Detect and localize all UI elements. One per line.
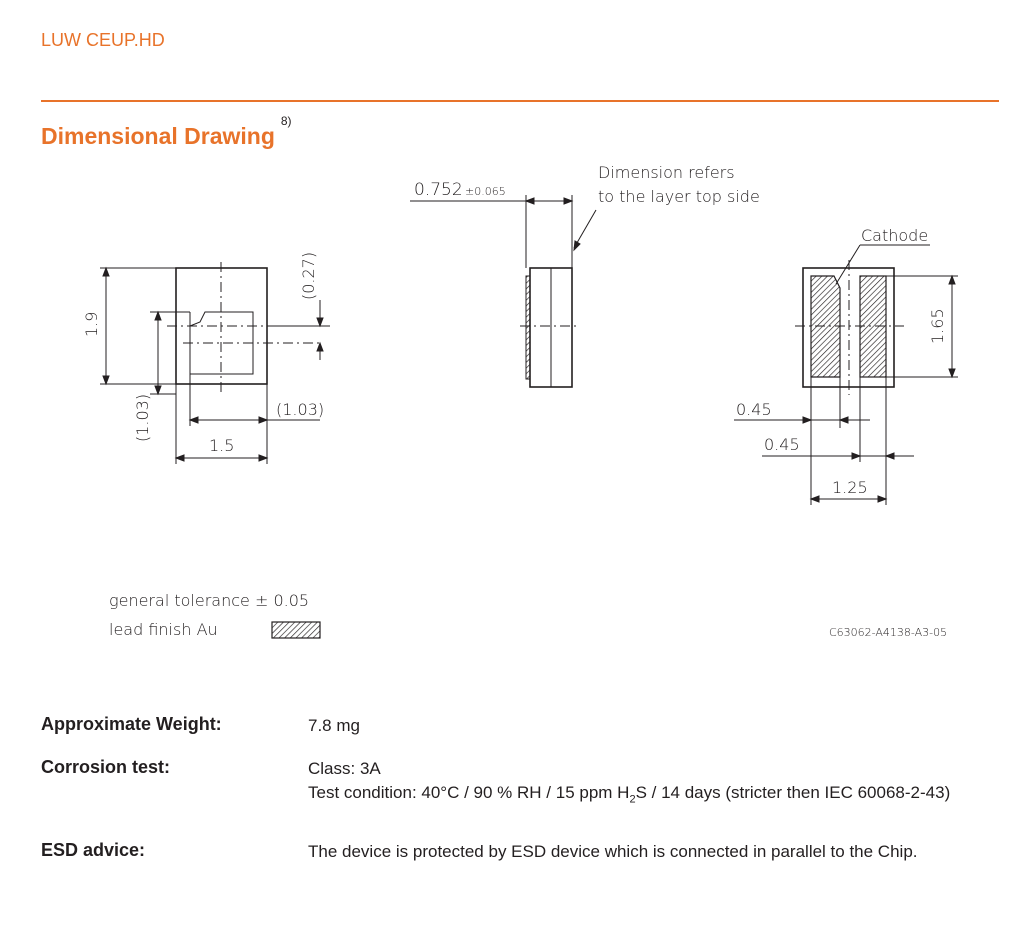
weight-label: Approximate Weight: [41, 714, 222, 734]
dimension-note-line2: to the layer top side [598, 187, 760, 206]
weight-value: 7.8 mg [308, 716, 360, 735]
dim-height-1-9: 1.9 [82, 312, 101, 337]
cathode-label: Cathode [861, 226, 928, 245]
corrosion-condition-sub: 2 [629, 793, 636, 806]
section-title-text: Dimensional Drawing [41, 123, 275, 149]
dim-top-width: 0.752 [414, 180, 463, 200]
corrosion-label: Corrosion test: [41, 757, 171, 777]
dimensional-drawing: 0.752 ±0.065 Dimension refers to the lay… [82, 163, 958, 639]
corrosion-class: Class: 3A [308, 759, 381, 778]
dim-pad-0-45-b: 0.45 [764, 435, 800, 454]
product-name: LUW CEUP.HD [41, 30, 165, 50]
dim-1-25: 1.25 [832, 478, 868, 497]
esd-label: ESD advice: [41, 840, 146, 860]
dim-1-03-vertical: (1.03) [133, 394, 152, 442]
corrosion-value: Class: 3A Test condition: 40°C / 90 % RH… [308, 757, 988, 811]
general-tolerance: general tolerance ± 0.05 [109, 591, 309, 610]
drawing-number: C63062-A4138-A3-05 [829, 626, 947, 639]
section-title: Dimensional Drawing 8) [41, 114, 292, 150]
dim-pad-0-45-a: 0.45 [736, 400, 772, 419]
lead-finish-label: lead finish Au [109, 620, 218, 639]
esd-value: The device is protected by ESD device wh… [308, 842, 918, 861]
top-view [100, 262, 330, 464]
dim-width-1-5: 1.5 [209, 436, 234, 455]
header-rule [41, 100, 999, 102]
side-view [410, 195, 597, 388]
bottom-view [734, 244, 958, 505]
corrosion-condition: Test condition: 40°C / 90 % RH / 15 ppm … [308, 781, 988, 811]
dimension-note-line1: Dimension refers [598, 163, 735, 182]
dim-top-tol: ±0.065 [465, 185, 506, 198]
lead-finish-swatch [271, 621, 321, 639]
dim-0-27: (0.27) [299, 252, 318, 300]
footnote-marker: 8) [280, 114, 292, 129]
corrosion-condition-post: S / 14 days (stricter then IEC 60068-2-4… [635, 783, 951, 802]
corrosion-condition-pre: Test condition: 40°C / 90 % RH / 15 ppm … [308, 783, 630, 802]
dim-1-03-horizontal: (1.03) [276, 400, 324, 419]
dim-1-65: 1.65 [928, 308, 947, 344]
